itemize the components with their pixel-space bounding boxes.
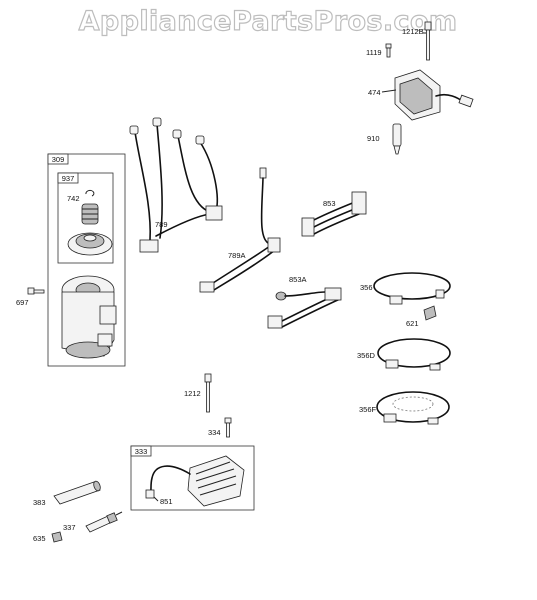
part-621-clip[interactable] [423, 305, 437, 321]
group-333-label: 333 [135, 447, 148, 456]
group-309-label: 309 [52, 155, 65, 164]
label-789: 789 [155, 220, 168, 229]
part-635-clip[interactable] [51, 531, 63, 543]
part-356-harness[interactable] [373, 272, 451, 305]
group-309-frame [47, 153, 126, 367]
part-1119-screw[interactable] [385, 43, 392, 58]
group-937-label: 937 [62, 174, 75, 183]
label-697: 697 [16, 298, 29, 307]
group-937-frame [57, 172, 114, 264]
label-1119: 1119 [366, 48, 382, 57]
part-742-clip[interactable] [85, 189, 95, 197]
label-621: 621 [406, 319, 419, 328]
part-1212b-bolt[interactable] [424, 21, 432, 61]
part-337-spark-plug[interactable] [85, 511, 123, 533]
group-333-frame [130, 445, 255, 511]
part-789-harness[interactable] [129, 117, 223, 253]
part-309-starter-motor[interactable] [61, 275, 117, 359]
label-635: 635 [33, 534, 46, 543]
label-742: 742 [67, 194, 80, 203]
part-356f-harness[interactable] [376, 391, 450, 425]
part-333-rectifier[interactable] [145, 455, 245, 507]
label-853a: 853A [289, 275, 307, 284]
label-334: 334 [208, 428, 221, 437]
label-383: 383 [33, 498, 46, 507]
part-853-harness[interactable] [301, 191, 367, 237]
part-697-bolt[interactable] [27, 287, 45, 295]
watermark-text: AppliancePartsPros.com [79, 6, 458, 37]
label-337: 337 [63, 523, 76, 532]
part-334-screw[interactable] [224, 417, 232, 438]
label-1212: 1212 [184, 389, 201, 398]
label-853: 853 [323, 199, 336, 208]
label-851: 851 [160, 497, 173, 506]
group-937-tag [57, 172, 79, 184]
label-356: 356 [360, 283, 373, 292]
part-356d-harness[interactable] [377, 338, 451, 371]
group-333-tag [130, 445, 152, 457]
part-853a-harness[interactable] [267, 287, 342, 329]
part-1212-bolt[interactable] [204, 373, 212, 413]
part-910-plug-boot[interactable] [392, 123, 402, 155]
part-383-tube[interactable] [53, 480, 102, 505]
label-1212b: 1212B [402, 27, 424, 36]
label-789a: 789A [228, 251, 246, 260]
label-356f: 356F [359, 405, 377, 414]
part-937-drive-kit[interactable] [67, 203, 113, 256]
label-910: 910 [367, 134, 380, 143]
label-356d: 356D [357, 351, 376, 360]
group-309-tag [47, 153, 69, 165]
part-789a-harness[interactable] [199, 167, 281, 293]
label-474: 474 [368, 88, 381, 97]
part-474-module[interactable] [394, 69, 474, 121]
